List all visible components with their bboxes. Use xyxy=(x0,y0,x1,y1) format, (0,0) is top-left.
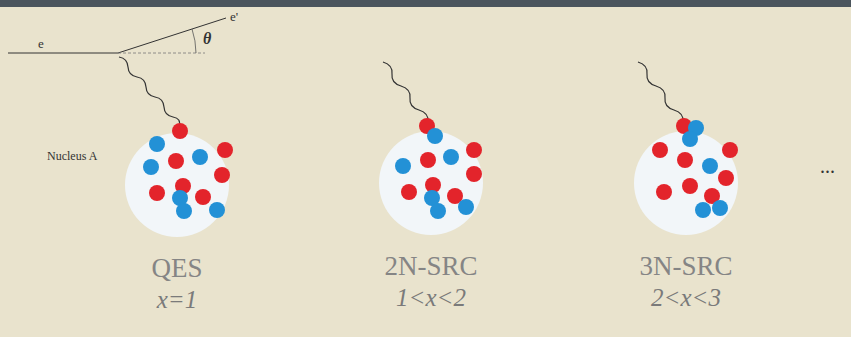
nucleons xyxy=(143,118,738,219)
proton xyxy=(656,184,672,200)
nucleus-area xyxy=(626,131,746,250)
incoming-electron xyxy=(8,53,118,54)
process-label: 3N-SRC xyxy=(626,250,746,282)
proton xyxy=(217,142,233,158)
x-range-label: x=1 xyxy=(117,284,237,316)
proton xyxy=(677,152,693,168)
process-label: QES xyxy=(117,252,237,284)
neutron xyxy=(143,159,159,175)
nucleus-node: QESx=1 xyxy=(117,133,237,316)
proton xyxy=(722,142,738,158)
x-range-label: 1<x<2 xyxy=(371,282,491,314)
neutron xyxy=(682,131,698,147)
nucleus-label: Nucleus A xyxy=(47,149,97,164)
proton xyxy=(168,153,184,169)
proton xyxy=(149,185,165,201)
nucleus-circle xyxy=(379,131,483,235)
neutron xyxy=(209,202,225,218)
neutron xyxy=(430,203,446,219)
neutron xyxy=(443,149,459,165)
nucleus-area xyxy=(117,133,237,252)
proton xyxy=(652,142,668,158)
proton xyxy=(195,189,211,205)
neutron xyxy=(192,149,208,165)
process-label: 2N-SRC xyxy=(371,250,491,282)
neutron xyxy=(458,199,474,215)
proton xyxy=(214,167,230,183)
neutron xyxy=(427,128,443,144)
neutron xyxy=(395,158,411,174)
proton xyxy=(718,170,734,186)
neutron xyxy=(149,136,165,152)
angle-arc xyxy=(192,29,196,53)
neutron xyxy=(695,202,711,218)
electron-label: e xyxy=(38,36,44,52)
angle-symbol: θ xyxy=(203,30,211,48)
x-range-label: 2<x<3 xyxy=(626,282,746,314)
proton xyxy=(466,142,482,158)
proton xyxy=(466,166,482,182)
nucleus-circle xyxy=(125,133,229,237)
proton xyxy=(172,123,188,139)
neutron xyxy=(702,158,718,174)
nucleus-circle xyxy=(634,131,738,235)
outgoing-electron xyxy=(118,18,226,53)
virtual-photon xyxy=(383,62,428,122)
ellipsis: ... xyxy=(820,155,835,178)
nucleus-area xyxy=(371,131,491,250)
nucleus-node: 2N-SRC1<x<2 xyxy=(371,131,491,314)
nucleus-node: 3N-SRC2<x<3 xyxy=(626,131,746,314)
neutron xyxy=(176,203,192,219)
top-bar xyxy=(0,0,851,7)
neutron xyxy=(712,200,728,216)
proton xyxy=(401,184,417,200)
virtual-photon xyxy=(119,57,180,126)
proton xyxy=(682,178,698,194)
proton xyxy=(420,152,436,168)
scattered-electron-label: e' xyxy=(230,9,238,25)
virtual-photon xyxy=(638,62,683,122)
reference-line xyxy=(118,53,205,54)
